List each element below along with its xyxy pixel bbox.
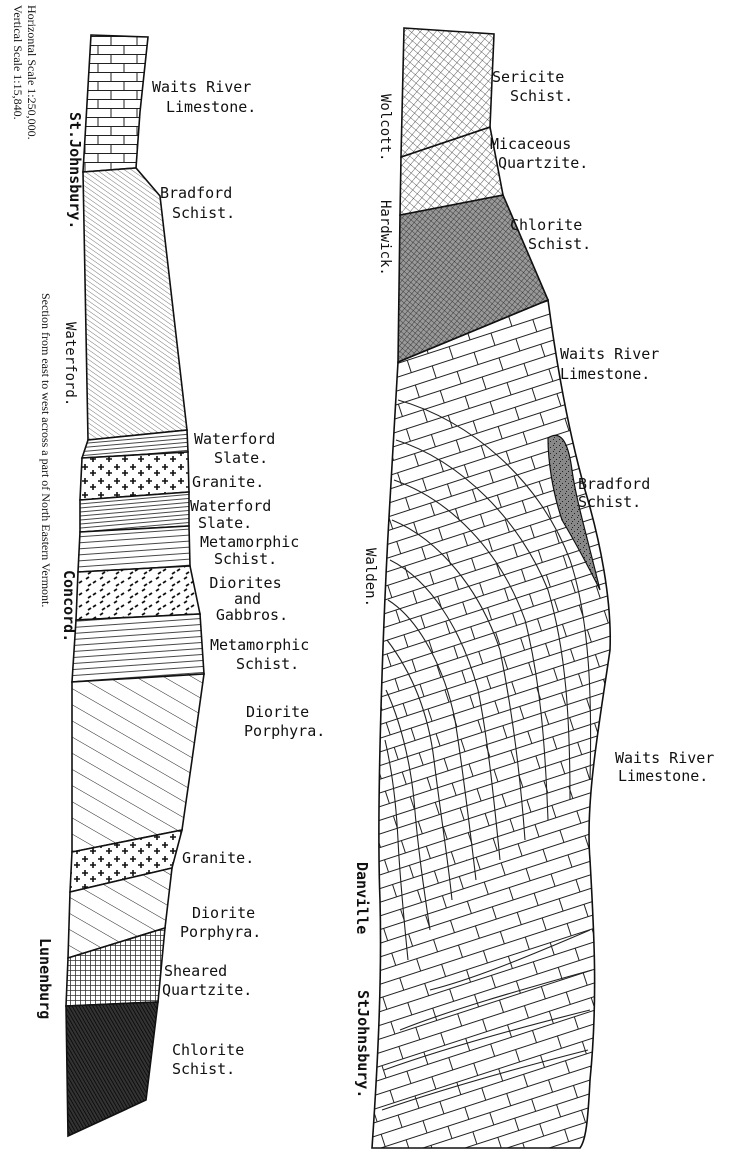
scale-labels: Vertical Scale 1:15,840. Horizontal Scal… <box>11 5 39 140</box>
place-waterford: Waterford. <box>62 322 78 406</box>
left-layer-diorite-porphyra-1 <box>72 674 204 852</box>
place-hardwick: Hardwick. <box>377 200 393 276</box>
label-left-waits-river-limestone: Waits River Limestone. <box>152 78 260 116</box>
label-left-waterford-slate-2: Waterford Slate. <box>190 497 280 532</box>
label-left-diorite-porphyra-2: Diorite Porphyra. <box>180 904 264 941</box>
left-layer-waits-river-limestone <box>83 35 148 172</box>
label-left-waterford-slate-1: Waterford Slate. <box>194 430 284 467</box>
left-layer-metamorphic-schist-1 <box>78 526 190 572</box>
right-section-column <box>372 28 610 1148</box>
label-right-waits-river-limestone-2: Waits River Limestone. <box>615 749 723 785</box>
left-layer-waterford-slate-2 <box>80 492 189 532</box>
label-right-sericite-schist: Sericite Schist. <box>492 68 573 105</box>
label-right-bradford-schist: Bradford Schist. <box>578 475 659 511</box>
place-st-johnsbury: St.Johnsbury. <box>66 112 84 229</box>
section-caption: Section from east to west across a part … <box>39 293 53 607</box>
label-left-bradford-schist: Bradford Schist. <box>160 184 241 222</box>
label-left-diorites-gabbros: Diorites and Gabbros. <box>209 574 290 624</box>
label-left-metamorphic-schist-1: Metamorphic Schist. <box>200 533 308 568</box>
label-right-waits-river-limestone-1: Waits River Limestone. <box>560 345 668 383</box>
place-stjohnsbury: StJohnsbury. <box>354 990 372 1098</box>
place-wolcott: Wolcott. <box>377 94 393 161</box>
left-layer-diorites-gabbros <box>76 566 200 620</box>
label-left-granite-1: Granite. <box>192 473 264 491</box>
label-left-sheared-quartzite: Sheared Quartzite. <box>162 962 252 999</box>
right-layer-waits-river-limestone-body <box>372 300 610 1148</box>
label-left-metamorphic-schist-2: Metamorphic Schist. <box>210 636 318 673</box>
horizontal-scale-label: Horizontal Scale 1:250,000. <box>25 5 39 140</box>
label-left-diorite-porphyra-1: Diorite Porphyra. <box>244 703 325 740</box>
place-concord: Concord. <box>60 570 78 642</box>
left-layer-chlorite-schist <box>66 1002 158 1136</box>
label-right-micaceous-quartzite: Micaceous Quartzite. <box>490 135 588 172</box>
place-danville: Danville <box>353 862 371 934</box>
place-lunenburg: Lunenburg <box>36 938 54 1019</box>
label-left-granite-2: Granite. <box>182 849 254 867</box>
label-left-chlorite-schist: Chlorite Schist. <box>172 1041 253 1078</box>
vertical-scale-label: Vertical Scale 1:15,840. <box>11 5 25 120</box>
left-layer-metamorphic-schist-2 <box>72 614 204 682</box>
place-walden: Walden. <box>362 548 378 607</box>
